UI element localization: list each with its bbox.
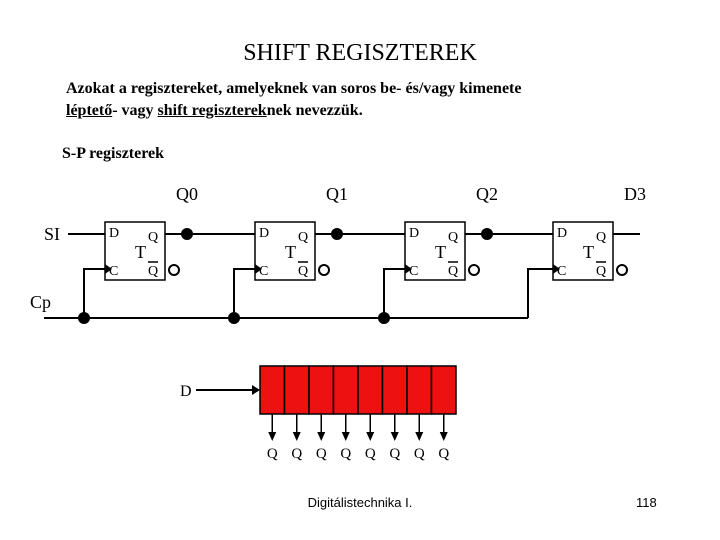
cp-label: Cp bbox=[30, 292, 51, 312]
register-cell-4 bbox=[357, 365, 384, 415]
register-output-label-0: Q bbox=[267, 446, 278, 462]
term-lepteto: léptető bbox=[66, 102, 113, 119]
q1-tap-dot bbox=[331, 228, 343, 240]
svg-text:C: C bbox=[259, 264, 268, 279]
register-output-arrow-5 bbox=[390, 432, 399, 441]
svg-text:C: C bbox=[109, 264, 118, 279]
register-input-label: D bbox=[180, 383, 192, 400]
svg-text:Q: Q bbox=[596, 230, 606, 245]
svg-text:D: D bbox=[259, 226, 269, 241]
register-cell-0 bbox=[259, 365, 286, 415]
flipflop-1: D Q T C Q bbox=[254, 221, 330, 281]
svg-text:Q: Q bbox=[448, 230, 458, 245]
register-output-label-4: Q bbox=[365, 446, 376, 462]
svg-text:C: C bbox=[557, 264, 566, 279]
svg-text:Q: Q bbox=[596, 264, 606, 279]
page-number: 118 bbox=[636, 495, 657, 510]
intro-text: Azokat a regisztereket, amelyeknek van s… bbox=[66, 78, 686, 122]
register-cell-5 bbox=[381, 365, 408, 415]
slide-title: SHIFT REGISZTEREK bbox=[243, 40, 477, 66]
svg-text:D: D bbox=[409, 226, 419, 241]
register-cell-2 bbox=[308, 365, 335, 415]
si-label: SI bbox=[44, 224, 60, 244]
register-cell-3 bbox=[332, 365, 359, 415]
d3-label: D3 bbox=[624, 184, 646, 204]
register-output-label-1: Q bbox=[291, 446, 302, 462]
svg-text:T: T bbox=[583, 242, 594, 262]
svg-text:T: T bbox=[135, 242, 146, 262]
svg-text:Q: Q bbox=[148, 230, 158, 245]
svg-text:Q: Q bbox=[148, 264, 158, 279]
register-output-arrow-4 bbox=[366, 432, 375, 441]
register-output-label-6: Q bbox=[414, 446, 425, 462]
svg-text:D: D bbox=[557, 226, 567, 241]
clock-node-1 bbox=[228, 312, 240, 324]
register-output-arrow-3 bbox=[341, 432, 350, 441]
register-output-arrow-6 bbox=[415, 432, 424, 441]
svg-text:Q: Q bbox=[298, 264, 308, 279]
q1-label: Q1 bbox=[326, 184, 348, 204]
clock-node-0 bbox=[78, 312, 90, 324]
register-output-label-3: Q bbox=[340, 446, 351, 462]
svg-text:D: D bbox=[109, 226, 119, 241]
term-shift-regiszter: shift regiszterek bbox=[157, 102, 267, 119]
flipflop-2: D Q T C Q bbox=[404, 221, 480, 281]
svg-text:T: T bbox=[435, 242, 446, 262]
register-cell-7 bbox=[430, 365, 457, 415]
register-output-label-5: Q bbox=[389, 446, 400, 462]
q2-tap-dot bbox=[481, 228, 493, 240]
register-input-arrow bbox=[252, 385, 260, 395]
register-output-arrow-0 bbox=[268, 432, 277, 441]
register-output-label-7: Q bbox=[438, 446, 449, 462]
svg-text:T: T bbox=[285, 242, 296, 262]
svg-text:Q: Q bbox=[448, 264, 458, 279]
flipflop-0: D Q T C Q bbox=[104, 221, 180, 281]
svg-text:C: C bbox=[409, 264, 418, 279]
svg-text:Q: Q bbox=[298, 230, 308, 245]
register-output-arrow-1 bbox=[292, 432, 301, 441]
q2-label: Q2 bbox=[476, 184, 498, 204]
register-cell-6 bbox=[406, 365, 433, 415]
register-output-label-2: Q bbox=[316, 446, 327, 462]
intro-line-2: léptető- vagy shift regisztereknek nevez… bbox=[66, 102, 363, 119]
section-subtitle: S-P regiszterek bbox=[62, 145, 165, 162]
register-output-arrow-2 bbox=[317, 432, 326, 441]
footer-text: Digitálistechnika I. bbox=[307, 495, 413, 510]
register-cell-1 bbox=[283, 365, 310, 415]
flipflop-3: D Q T C Q bbox=[552, 221, 628, 281]
q0-tap-dot bbox=[181, 228, 193, 240]
q0-label: Q0 bbox=[176, 184, 198, 204]
clock-node-2 bbox=[378, 312, 390, 324]
register-output-arrow-7 bbox=[439, 432, 448, 441]
intro-line-1: Azokat a regisztereket, amelyeknek van s… bbox=[66, 80, 522, 97]
